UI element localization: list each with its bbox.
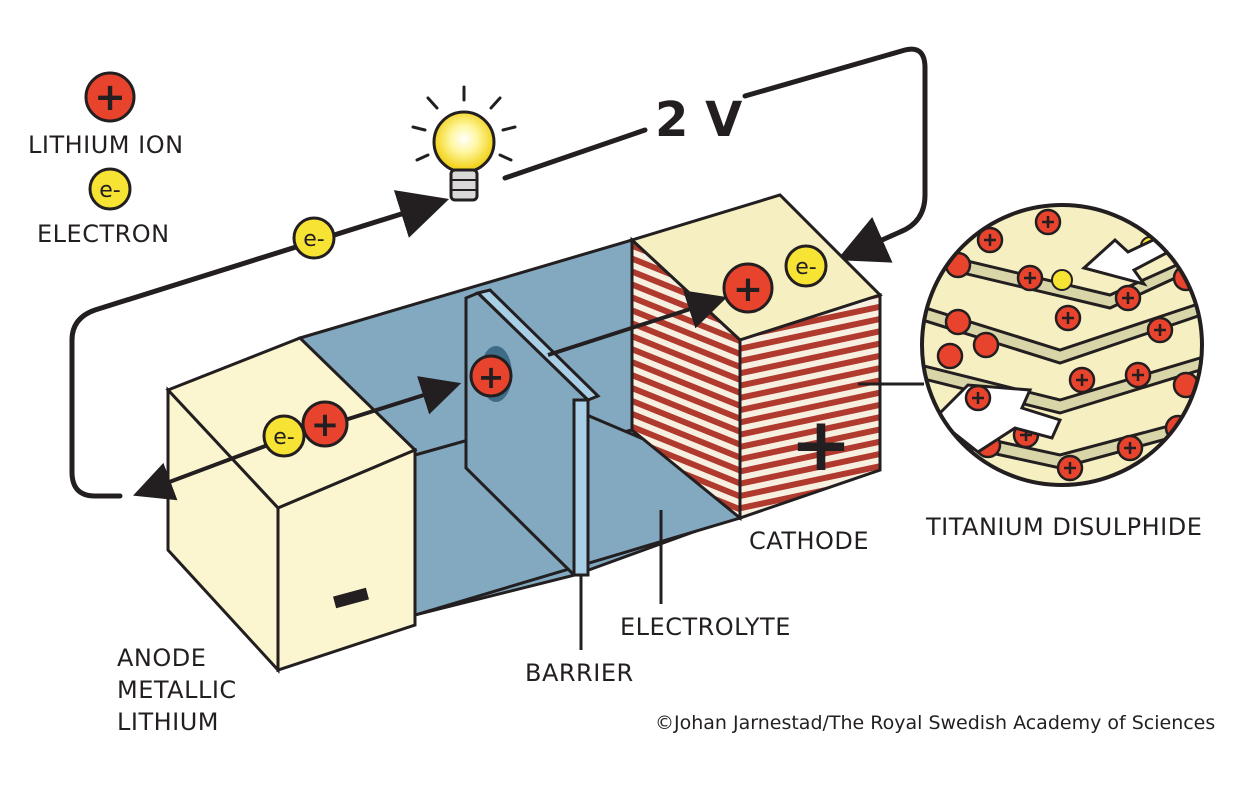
cathode-lithium-ion: + — [722, 262, 774, 314]
anode-label-line3: LITHIUM — [117, 708, 219, 736]
anode-electron-symbol: e- — [273, 425, 294, 450]
barrier-edge — [475, 288, 601, 402]
circuit-wire-left — [69, 190, 450, 499]
voltage-label: 2 V — [655, 92, 742, 148]
wire-electron: e- — [292, 216, 336, 260]
anode-minus-sign — [333, 587, 369, 609]
anode-label-line2: METALLIC — [117, 676, 237, 704]
anode-lithium-ion: + — [301, 400, 349, 448]
zoom-arrow-ion — [964, 384, 992, 412]
electrolyte-label: ELECTROLYTE — [620, 613, 791, 641]
anode-ion-symbol: + — [311, 405, 340, 445]
legend-electron-label: ELECTRON — [37, 220, 170, 248]
barrier-ion-symbol: + — [478, 358, 505, 396]
cathode-ion-arrow — [547, 290, 728, 357]
legend-electron-icon: e- — [88, 167, 132, 211]
wire-electron-symbol: e- — [303, 227, 324, 252]
barrier-front-edge — [572, 398, 590, 577]
anode-electron: e- — [262, 414, 306, 458]
circuit-wire-right — [502, 46, 928, 252]
cathode-front-face — [738, 292, 882, 521]
cathode-electron-symbol: e- — [795, 255, 816, 280]
zoom-plus-signs — [984, 216, 1166, 474]
titanium-disulphide-label: TITANIUM DISULPHIDE — [925, 513, 1202, 541]
cathode-ion-symbol: + — [733, 269, 763, 310]
anode-label-line1: ANODE — [117, 644, 206, 672]
legend-lithium-ion-icon: + — [84, 71, 136, 123]
light-bulb-icon — [411, 85, 517, 202]
anode-front-face — [276, 447, 417, 673]
credit-line: ©Johan Jarnestad/The Royal Swedish Acade… — [655, 712, 1215, 734]
cathode-plus-sign: + — [790, 402, 852, 488]
barrier-label: BARRIER — [525, 659, 634, 687]
legend-lithium-ion-label: LITHIUM ION — [28, 131, 184, 159]
anode-ion-arrow — [344, 376, 462, 422]
legend-electron-symbol: e- — [99, 178, 120, 203]
cathode-electron: e- — [784, 244, 828, 288]
titanium-zoom-circle — [920, 203, 1204, 487]
legend-ion-symbol: + — [94, 75, 126, 119]
barrier-lithium-ion: + — [469, 354, 513, 398]
cathode-label: CATHODE — [749, 527, 869, 555]
